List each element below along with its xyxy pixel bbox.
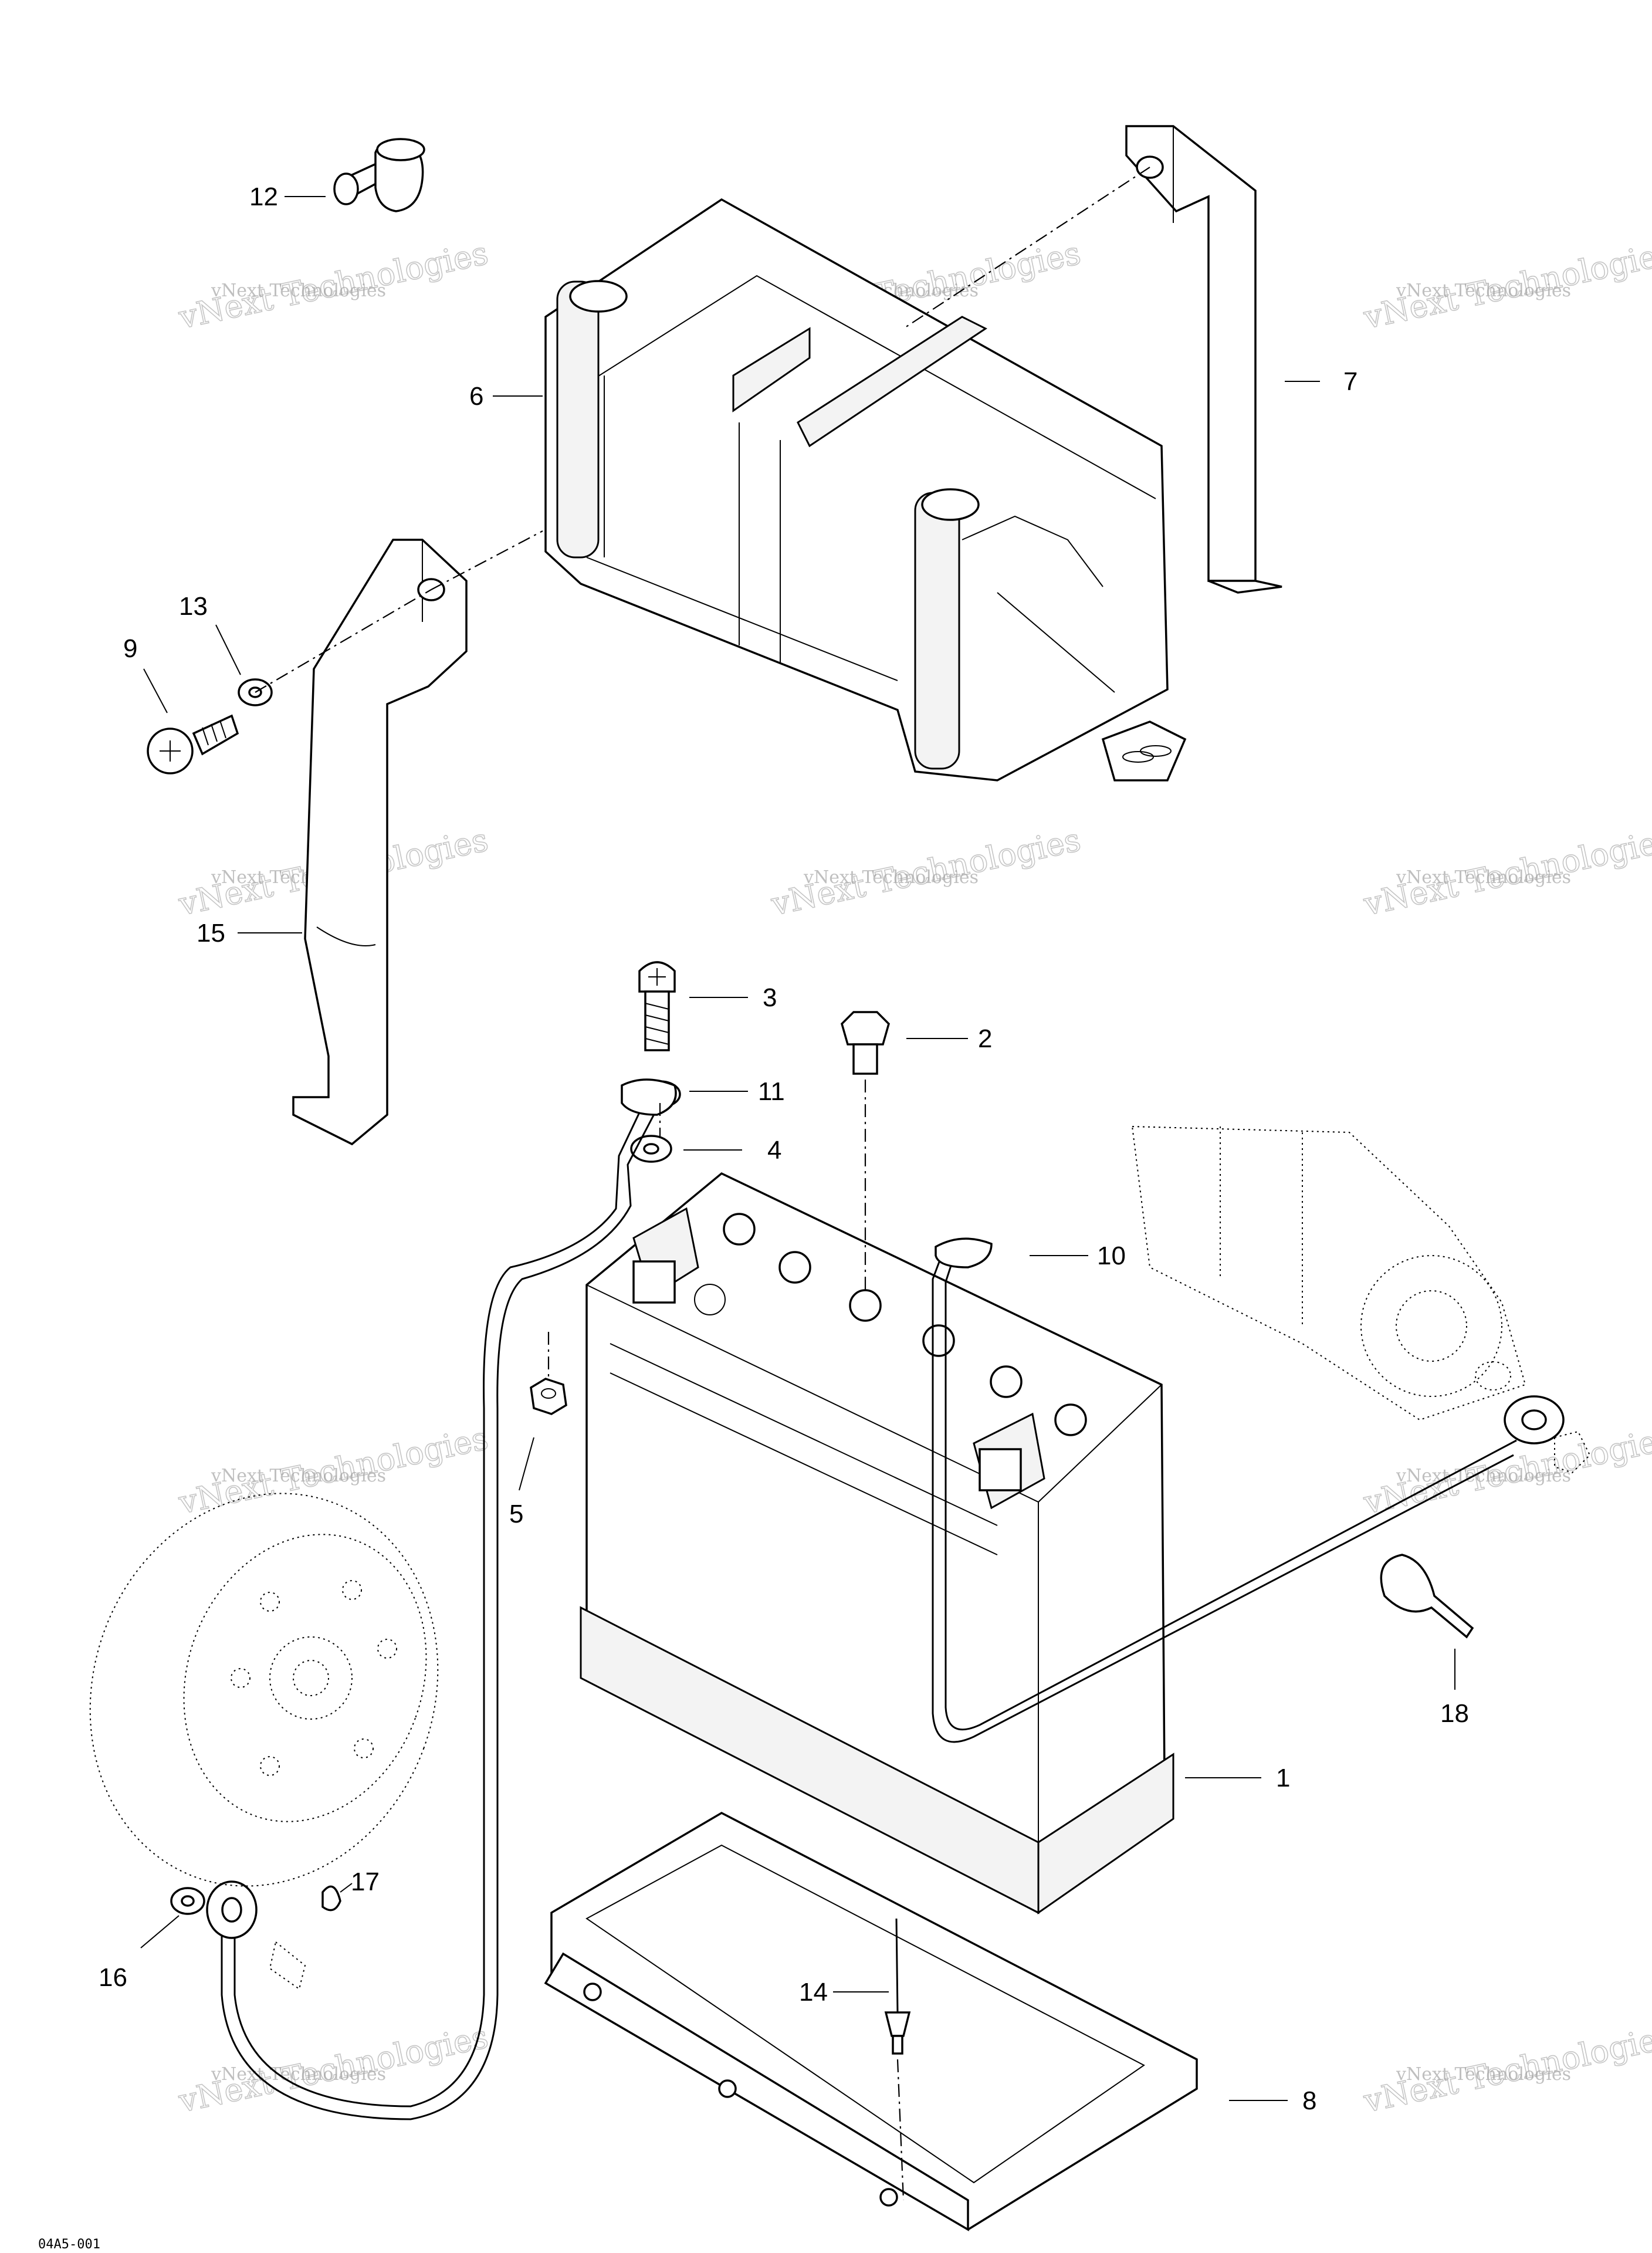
callout-14: 14 [799,1978,889,2007]
svg-text:16: 16 [99,1963,127,1992]
starter-motor-reference [1131,1125,1591,1474]
svg-text:7: 7 [1343,367,1358,396]
svg-text:1: 1 [1276,1764,1290,1792]
svg-text:vNext Technologies: vNext Technologies [211,1466,386,1486]
svg-text:10: 10 [1097,1241,1126,1270]
callout-13: 13 [179,592,241,675]
svg-text:11: 11 [758,1077,785,1106]
callout-15: 15 [197,919,302,948]
part-left-bracket [292,539,468,1146]
cell-caps [694,1213,1087,1436]
watermark: vNext Technologies vNext Technologies [1360,234,1652,337]
svg-text:5: 5 [509,1500,523,1528]
svg-text:3: 3 [763,983,777,1012]
part-lock-washer-17 [321,1885,341,1912]
part-vent-cap [841,1011,890,1075]
part-washer-16 [170,1887,205,1915]
part-flywheel-bolt [269,1941,306,1990]
svg-text:15: 15 [197,919,225,948]
callout-18: 18 [1440,1649,1469,1728]
flywheel-reference [89,1493,439,1887]
svg-text:6: 6 [469,382,483,411]
assembly-lines [255,167,1150,2201]
svg-text:vNext Technologies: vNext Technologies [211,280,386,301]
watermark: vNext Technologies vNext Technologies [175,234,492,337]
callout-4: 4 [683,1136,781,1165]
negative-cable [206,1078,677,2120]
positive-cable [932,1237,1565,1743]
part-battery-cover [544,198,1187,782]
callout-10: 10 [1030,1241,1126,1270]
svg-text:vNext Technologies: vNext Technologies [1396,2064,1571,2085]
part-right-bracket [1125,125,1282,594]
callout-11: 11 [689,1077,785,1106]
svg-text:vNext Technologies: vNext Technologies [211,2064,386,2085]
part-rivet [884,1918,911,2055]
figure-id: 04A5-001 [38,2237,100,2252]
svg-text:9: 9 [123,634,137,663]
svg-text:12: 12 [249,182,278,211]
part-battery-tray [544,1812,1198,2232]
part-washer-4 [630,1135,672,1163]
callout-2: 2 [906,1024,992,1053]
svg-text:13: 13 [179,592,208,621]
svg-text:18: 18 [1440,1699,1469,1728]
callout-5: 5 [509,1437,534,1528]
callout-12: 12 [249,182,326,211]
callout-9: 9 [123,634,168,713]
part-battery [580,1172,1174,1914]
callout-7: 7 [1285,367,1358,396]
svg-text:8: 8 [1302,2086,1316,2115]
part-screw-left [147,714,239,774]
callout-16: 16 [99,1915,180,1992]
callout-17: 17 [340,1868,380,1896]
svg-text:vNext Technologies: vNext Technologies [1396,1466,1571,1486]
svg-text:2: 2 [978,1024,992,1053]
callout-3: 3 [689,983,777,1012]
svg-text:14: 14 [799,1978,828,2007]
watermark: vNext Technologies vNext Technologies [767,821,1084,923]
part-cable-tie [1380,1554,1474,1639]
watermark: vNext Technologies vNext Technologies [1360,821,1652,923]
watermark: vNext Technologies vNext Technologies [175,2018,492,2120]
svg-text:17: 17 [351,1868,380,1896]
watermark: vNext Technologies vNext Technologies [1360,1419,1652,1522]
callout-1: 1 [1185,1764,1290,1792]
part-vent-elbow [333,138,425,212]
callout-6: 6 [469,382,543,411]
svg-text:vNext Technologies: vNext Technologies [1396,280,1571,301]
svg-text:4: 4 [767,1136,781,1165]
callout-8: 8 [1229,2086,1316,2115]
watermark: vNext Technologies vNext Technologies [175,1419,492,1522]
svg-text:vNext Technologies: vNext Technologies [1396,867,1571,888]
part-terminal-bolt [638,961,676,1051]
watermark: vNext Technologies vNext Technologies [1360,2018,1652,2120]
part-nut [530,1378,567,1415]
svg-text:vNext Technologies: vNext Technologies [803,867,979,888]
